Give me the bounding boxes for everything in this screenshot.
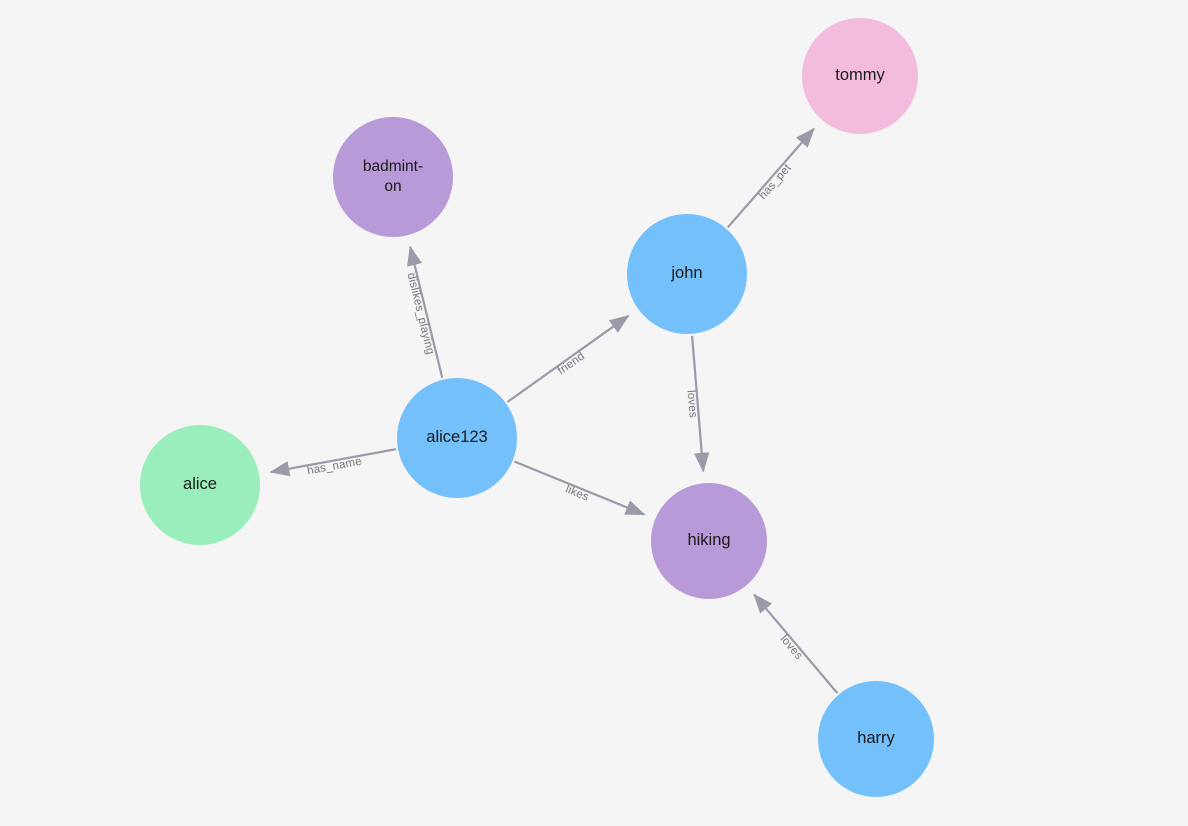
graph-node-tommy[interactable]: tommy xyxy=(802,18,918,134)
node-label-line: harry xyxy=(857,729,895,747)
node-label: harry xyxy=(857,729,895,747)
graph-edge[interactable]: loves xyxy=(685,335,710,473)
graph-edge[interactable]: has_name xyxy=(269,448,397,478)
node-label: alice xyxy=(183,475,217,493)
edge-label: loves xyxy=(685,390,699,419)
edge-line xyxy=(407,245,444,379)
node-label: badmint-on xyxy=(363,158,423,195)
edge-label: likes xyxy=(564,483,591,503)
node-circle[interactable] xyxy=(397,378,517,498)
edge-line xyxy=(269,448,397,477)
graph-edge[interactable]: dislikes_playing xyxy=(405,245,444,379)
node-label-line: hiking xyxy=(687,531,730,549)
node-label-line: tommy xyxy=(835,66,885,84)
node-circle[interactable] xyxy=(627,214,747,334)
graph-edge[interactable]: loves xyxy=(753,593,839,694)
graph-node-badminton[interactable]: badmint-on xyxy=(333,117,453,237)
node-label: alice123 xyxy=(426,428,487,446)
graph-edge[interactable]: likes xyxy=(513,460,646,516)
graph-node-john[interactable]: john xyxy=(627,214,747,334)
node-label-line: john xyxy=(670,264,702,282)
edge-label: has_pet xyxy=(757,162,794,202)
edge-line xyxy=(506,314,630,403)
graph-node-alice[interactable]: alice xyxy=(140,425,260,545)
edge-line xyxy=(753,593,839,694)
node-label-line: alice123 xyxy=(426,428,487,446)
node-label-line: on xyxy=(384,178,401,195)
nodes-layer: alice123 john harry hiking badmint-on alice to… xyxy=(140,18,934,797)
graph-node-alice123[interactable]: alice123 xyxy=(397,378,517,498)
edge-line xyxy=(690,335,710,473)
graph-edge[interactable]: friend xyxy=(506,314,630,403)
edge-label: has_name xyxy=(306,456,363,478)
graph-node-harry[interactable]: harry xyxy=(818,681,934,797)
edge-line xyxy=(726,127,815,229)
node-circle[interactable] xyxy=(651,483,767,599)
node-circle[interactable] xyxy=(140,425,260,545)
edge-label: loves xyxy=(778,633,805,662)
node-label: john xyxy=(670,264,702,282)
node-label: tommy xyxy=(835,66,885,84)
edge-label: friend xyxy=(556,350,587,377)
node-circle[interactable] xyxy=(333,117,453,237)
node-circle[interactable] xyxy=(802,18,918,134)
edge-line xyxy=(513,460,646,516)
node-label-line: badmint- xyxy=(363,158,423,175)
graph-edge[interactable]: has_pet xyxy=(726,127,815,229)
node-label: hiking xyxy=(687,531,730,549)
graph-node-hiking[interactable]: hiking xyxy=(651,483,767,599)
node-label-line: alice xyxy=(183,475,217,493)
node-circle[interactable] xyxy=(818,681,934,797)
